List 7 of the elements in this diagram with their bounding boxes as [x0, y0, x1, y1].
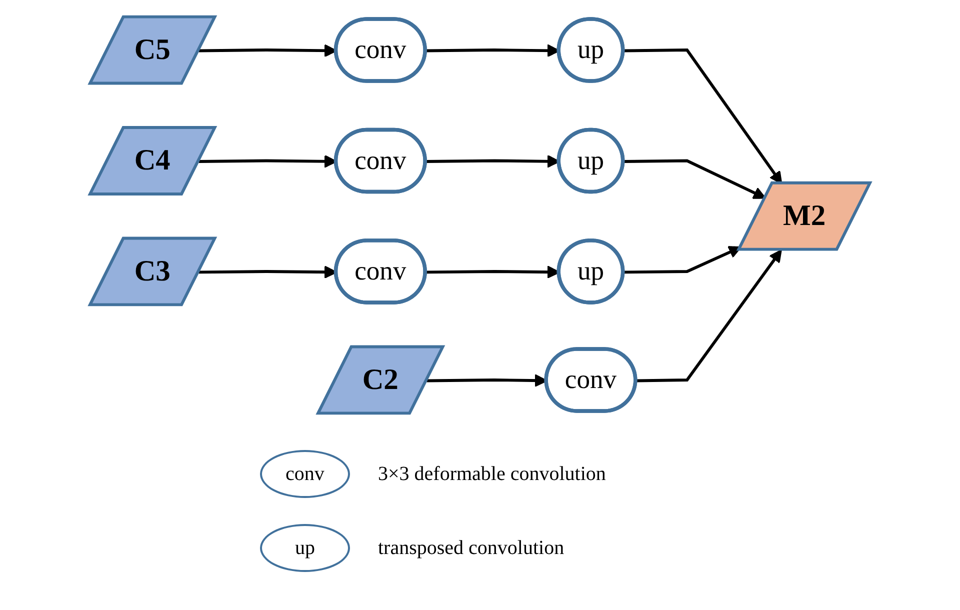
legend-ellipse: up	[260, 524, 350, 572]
arrow	[624, 159, 766, 199]
arrow	[624, 246, 742, 274]
legend-text: transposed convolution	[378, 536, 564, 560]
legend-ellipse: conv	[260, 450, 350, 498]
legend-text: 3×3 deformable convolution	[378, 462, 606, 486]
arrow	[636, 249, 782, 382]
